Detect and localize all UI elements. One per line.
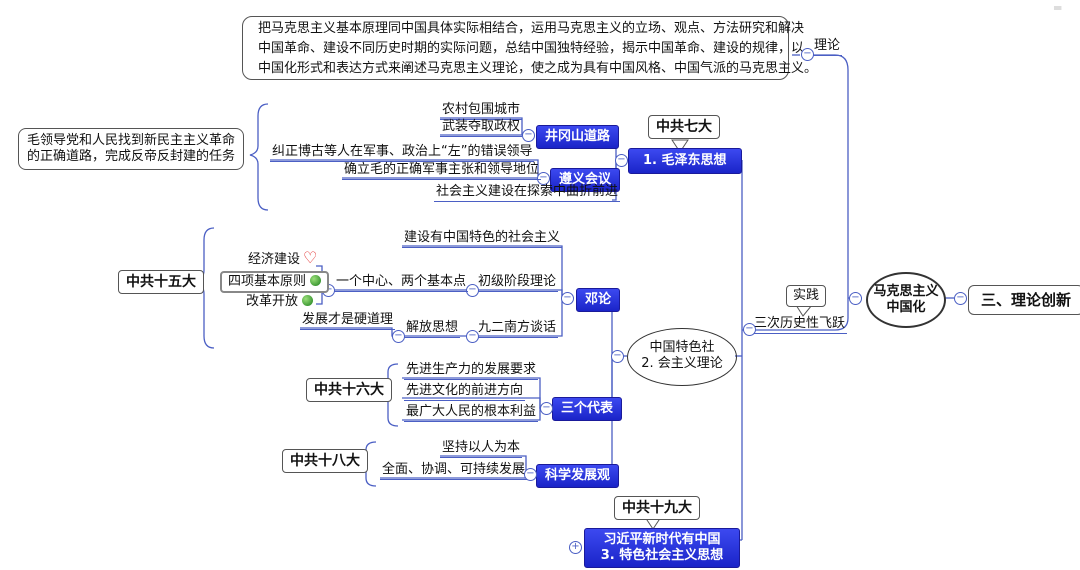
development-item[interactable]: 发展才是硬道理 <box>300 312 396 330</box>
expand-toggle-xi[interactable]: + <box>569 541 582 554</box>
three-rep-item-1[interactable]: 先进生产力的发展要求 <box>404 362 539 380</box>
theory-text-line-1: 把马克思主义基本原理同中国具体实际相结合，运用马克思主义的立场、观点、方法研究和… <box>258 21 805 36</box>
reform-label: 改革开放 <box>246 294 299 309</box>
theory-text-line-3: 中国化形式和表达方式来阐述马克思主义理论，使之成为具有中国风格、中国气派的马克思… <box>258 61 818 76</box>
collapse-toggle-socialism[interactable]: − <box>611 350 624 363</box>
one-center-item[interactable]: 一个中心、两个基本点 <box>334 274 469 292</box>
collapse-toggle-center[interactable]: − <box>849 292 862 305</box>
zunyi-node[interactable]: 遵义会议 <box>550 168 621 192</box>
jinggangshan-node[interactable]: 井冈山道路 <box>536 125 620 149</box>
green-dot-icon <box>310 275 322 286</box>
collapse-toggle-three-leaps[interactable]: − <box>743 323 756 336</box>
central-topic-line-1: 马克思主义 <box>873 284 939 299</box>
xi-thought-line-2: 3. 特色社会主义思想 <box>600 548 724 563</box>
reform-item[interactable]: 改革开放 <box>246 294 314 310</box>
collapse-toggle-mao[interactable]: − <box>615 154 628 167</box>
mao-note-line-1: 毛领导党和人民找到新民主主义革命 <box>27 133 236 148</box>
xi-thought-line-1: 习近平新时代有中国 <box>603 532 721 547</box>
collapse-toggle-primary[interactable]: − <box>466 284 479 297</box>
xi-thought-node[interactable]: 习近平新时代有中国 3. 特色社会主义思想 <box>584 528 740 568</box>
sci-item-1[interactable]: 坚持以人为本 <box>440 440 523 458</box>
socialism-theory-line-2: 2. 会主义理论 <box>641 356 723 371</box>
deng-theory-node[interactable]: 邓论 <box>576 288 621 312</box>
jgs-item-1[interactable]: 农村包围城市 <box>440 102 523 120</box>
socialism-theory-node[interactable]: 中国特色社 2. 会主义理论 <box>627 328 737 386</box>
zunyi-item-1[interactable]: 纠正博古等人在军事、政治上“左”的错误领导 <box>270 144 535 162</box>
four-principles-item[interactable]: 四项基本原则 <box>220 271 330 293</box>
zunyi-item-2[interactable]: 确立毛的正确军事主张和领导地位 <box>342 162 542 180</box>
economy-label: 经济建设 <box>248 252 301 267</box>
theory-label[interactable]: 理论 <box>812 38 843 56</box>
minimize-icon[interactable]: ═ <box>1054 1 1062 15</box>
liberate-thought-item[interactable]: 解放思想 <box>404 320 461 338</box>
collapse-toggle-root[interactable]: − <box>954 292 967 305</box>
south-talk-item[interactable]: 九二南方谈话 <box>476 320 559 338</box>
heart-icon: ♡ <box>303 248 318 267</box>
jgs-item-2[interactable]: 武装夺取政权 <box>440 119 523 137</box>
socialism-theory-line-1: 中国特色社 <box>649 340 715 355</box>
three-rep-item-3[interactable]: 最广大人民的根本利益 <box>404 404 539 422</box>
mao-note-box: 毛领导党和人民找到新民主主义革命 的正确道路，完成反帝反封建的任务 <box>18 128 245 170</box>
mao-thought-node[interactable]: 1. 毛泽东思想 <box>628 148 742 174</box>
sci-item-2[interactable]: 全面、协调、可持续发展 <box>380 462 528 480</box>
three-rep-item-2[interactable]: 先进文化的前进方向 <box>404 383 526 401</box>
central-topic[interactable]: 马克思主义 中国化 <box>866 272 946 328</box>
mao-note-line-2: 的正确道路，完成反帝反封建的任务 <box>27 149 236 164</box>
mao-congress-callout[interactable]: 中共七大 <box>648 115 720 139</box>
socialist-construction-item[interactable]: 社会主义建设在探索中曲折前进 <box>434 184 621 202</box>
practice-callout[interactable]: 实践 <box>786 285 827 307</box>
collapse-toggle-south[interactable]: − <box>466 330 479 343</box>
collapse-toggle-sci[interactable]: − <box>524 468 537 481</box>
collapse-toggle-jinggangshan[interactable]: − <box>522 129 535 142</box>
sci-congress-callout[interactable]: 中共十八大 <box>282 449 368 473</box>
collapse-toggle-liberate[interactable]: − <box>392 330 405 343</box>
collapse-toggle-zunyi[interactable]: − <box>537 172 550 185</box>
four-principles-label: 四项基本原则 <box>228 274 307 289</box>
root-topic[interactable]: 三、理论创新 <box>968 285 1080 315</box>
xi-congress-callout[interactable]: 中共十九大 <box>614 496 700 520</box>
green-dot-icon <box>302 295 314 306</box>
three-rep-congress-callout[interactable]: 中共十六大 <box>306 378 392 402</box>
collapse-toggle-theory[interactable]: − <box>801 48 814 61</box>
primary-stage-item[interactable]: 初级阶段理论 <box>476 274 559 292</box>
deng-congress-callout[interactable]: 中共十五大 <box>118 270 204 294</box>
deng-build-item[interactable]: 建设有中国特色的社会主义 <box>402 230 563 248</box>
collapse-toggle-deng[interactable]: − <box>561 292 574 305</box>
theory-text-line-2: 中国革命、建设不同历史时期的实际问题，总结中国独特经验，揭示中国革命、建设的规律… <box>258 41 805 56</box>
three-represents-node[interactable]: 三个代表 <box>552 397 623 421</box>
scientific-outlook-node[interactable]: 科学发展观 <box>536 464 620 488</box>
economy-item[interactable]: 经济建设♡ <box>248 250 317 268</box>
theory-definition-bubble <box>242 16 789 80</box>
central-topic-line-2: 中国化 <box>886 300 926 315</box>
collapse-toggle-three-rep[interactable]: − <box>540 402 553 415</box>
three-leaps-label[interactable]: 三次历史性飞跃 <box>752 316 848 334</box>
